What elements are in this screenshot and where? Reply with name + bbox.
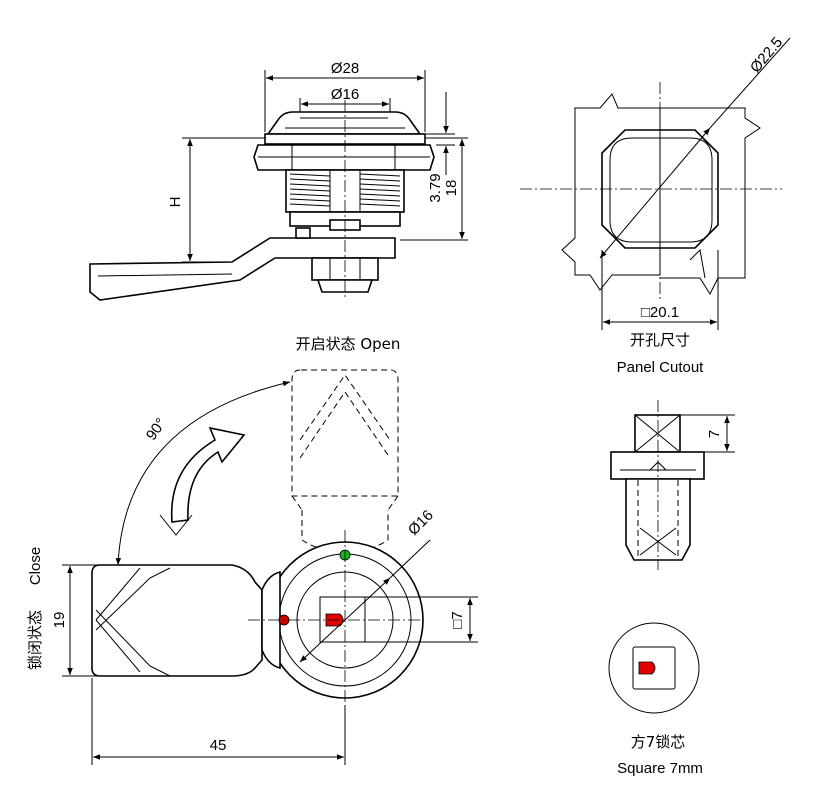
operation-view: 开启状态 Open 90° Ø16 — [26, 335, 478, 765]
panel-left — [561, 93, 661, 291]
op-dim-width: 19 — [51, 612, 68, 629]
dim-diag: Ø22.5 — [747, 34, 786, 76]
dim-square: □20.1 — [641, 304, 679, 321]
thread-lines — [289, 170, 401, 212]
square-core-slot-icon — [638, 661, 656, 675]
dim-body: 18 — [443, 180, 460, 197]
core-circle — [608, 622, 700, 714]
cap-dome — [266, 111, 422, 135]
open-label: 开启状态 Open — [296, 335, 401, 353]
dim-outer-dia: Ø28 — [331, 60, 359, 77]
op-dim-length: 45 — [210, 737, 227, 754]
closed-arm — [91, 564, 263, 677]
rotation-arrow — [170, 426, 246, 523]
op-dim-dia: Ø16 — [405, 507, 437, 539]
dim-height: H — [167, 197, 184, 208]
core-view: 7 — [610, 400, 735, 570]
core-body — [625, 478, 691, 561]
dim-flange: 3.79 — [427, 173, 444, 202]
close-label-en: Close — [27, 547, 44, 585]
core-flange — [610, 451, 705, 480]
square-core-label-cn: 方7锁芯 — [631, 733, 686, 751]
op-dim-square: □7 — [449, 611, 466, 628]
panel-right — [660, 107, 761, 296]
square-core-view: 方7锁芯 Square 7mm — [608, 622, 703, 777]
open-arm-outline — [291, 369, 399, 497]
close-label-cn: 锁闭状态 — [26, 610, 44, 670]
label-cn: 开孔尺寸 — [630, 331, 690, 349]
panel-cutout-view: Ø22.5 □20.1 开孔尺寸 Panel Cutout — [520, 34, 791, 376]
core-dim-height: 7 — [706, 430, 723, 438]
side-view: Ø28 Ø16 H 3.79 18 — [89, 60, 468, 301]
label-en: Panel Cutout — [617, 359, 705, 376]
dim-inner-dia: Ø16 — [331, 86, 359, 103]
angle-label: 90° — [143, 415, 170, 443]
square-core-label-en: Square 7mm — [617, 760, 703, 777]
